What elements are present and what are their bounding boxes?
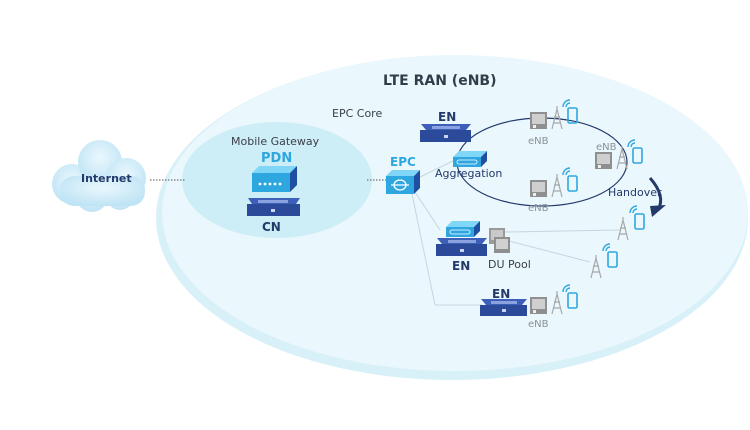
cell-tower-icon (551, 174, 563, 198)
enb-label-bottom-ring: eNB (528, 203, 549, 214)
epc-switch-icon (386, 170, 420, 194)
du-pool-label: DU Pool (488, 258, 531, 271)
standalone-cell-node (590, 243, 618, 279)
wireless-signal-icon (602, 243, 611, 252)
handover-label: Handover (608, 186, 662, 199)
internet-label: Internet (81, 172, 132, 185)
mobile-phone-icon (567, 107, 578, 124)
pdn-label: PDN (261, 151, 293, 166)
enb-node (595, 139, 643, 170)
du-switch-icon (446, 221, 480, 237)
links (411, 159, 621, 306)
wireless-signal-icon (627, 139, 636, 148)
cell-tower-icon (551, 106, 563, 130)
cn-server-icon (247, 198, 300, 216)
epc-label: EPC (390, 155, 416, 169)
mobile-phone-icon (607, 251, 618, 268)
enb-label-bottom: eNB (528, 319, 549, 330)
mobile-gateway-label: Mobile Gateway (231, 135, 320, 148)
aggregation-switch-icon (453, 151, 487, 167)
cell-tower-icon (590, 255, 602, 279)
wireless-signal-icon (562, 167, 571, 176)
enb-rack-icon (595, 152, 612, 169)
enb-node (530, 167, 578, 198)
mobile-phone-icon (634, 213, 645, 230)
en-label-top: EN (438, 110, 457, 124)
en-server-icon-middle (436, 238, 487, 256)
enb-node (530, 284, 578, 315)
du-pool-rack-icon (489, 228, 510, 253)
enb-rack-icon (530, 180, 547, 197)
enb-rack-icon (530, 297, 547, 314)
wireless-signal-icon (629, 205, 638, 214)
handover-arrowhead-icon (650, 205, 666, 217)
enb-label-right: eNB (596, 142, 617, 153)
wireless-signal-icon (562, 99, 571, 108)
standalone-cell-node (617, 205, 645, 241)
en-label-middle: EN (452, 259, 471, 273)
enb-label-top: eNB (528, 136, 549, 147)
ran-title: LTE RAN (eNB) (383, 73, 497, 89)
epc-core-label: EPC Core (332, 107, 383, 120)
en-server-icon-top (420, 124, 471, 142)
pdn-gateway-icon (252, 166, 297, 192)
aggregation-label: Aggregation (435, 167, 503, 180)
mobile-phone-icon (632, 147, 643, 164)
mobile-phone-icon (567, 292, 578, 309)
internet-cloud-icon (52, 140, 146, 212)
en-server-icon-bottom (480, 299, 527, 316)
wireless-signal-icon (562, 284, 571, 293)
mobile-phone-icon (567, 175, 578, 192)
enb-rack-icon (530, 112, 547, 129)
en-label-bottom: EN (492, 287, 511, 301)
cn-label: CN (262, 220, 281, 234)
enb-node (530, 99, 578, 130)
cell-tower-icon (617, 217, 629, 241)
cell-tower-icon (551, 291, 563, 315)
cell-tower-icon (616, 146, 628, 170)
